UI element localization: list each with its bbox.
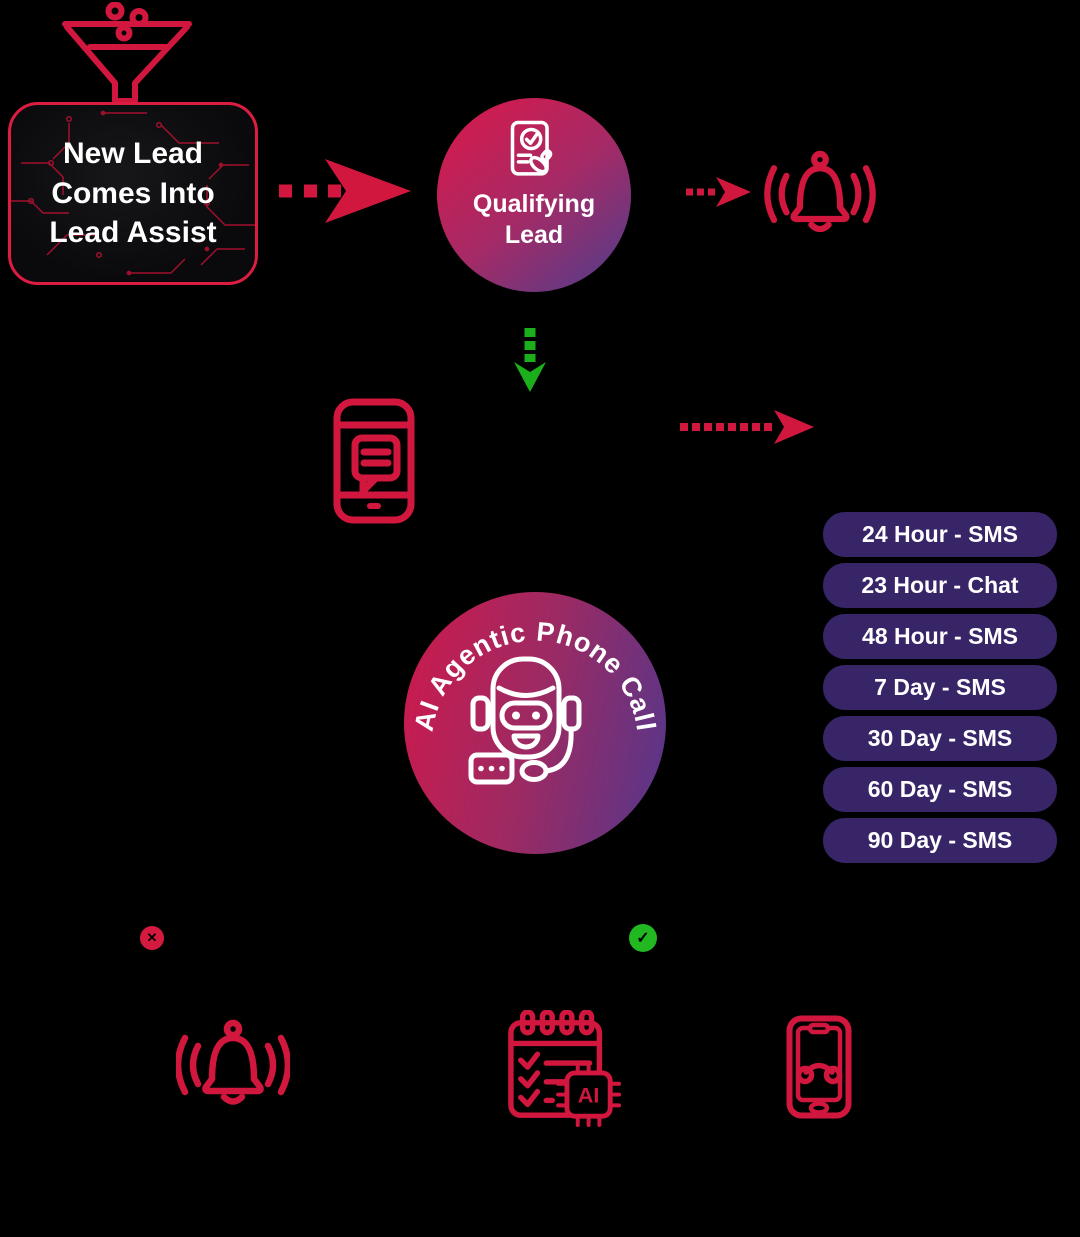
phone-sms-icon — [333, 398, 415, 524]
followup-pill: 24 Hour - SMS — [823, 512, 1057, 557]
qualifying-lead-label: Qualifying Lead — [472, 190, 596, 250]
circuit-pattern — [11, 110, 255, 276]
dashed-arrow-right-icon — [279, 159, 411, 223]
followup-pill: 23 Hour - Chat — [823, 563, 1057, 608]
ringing-bell-icon — [176, 1019, 290, 1105]
new-lead-label: New Lead Comes Into Lead Assist — [49, 137, 217, 250]
fail-x-icon: ✕ — [140, 926, 164, 950]
followup-pill: 30 Day - SMS — [823, 716, 1057, 761]
dashed-arrow-right-icon — [680, 410, 814, 444]
followup-pill: 90 Day - SMS — [823, 818, 1057, 863]
funnel-icon — [62, 2, 192, 104]
ai-chip-label: AI — [578, 1082, 600, 1107]
success-check-icon: ✓ — [629, 924, 657, 952]
followup-pill: 60 Day - SMS — [823, 767, 1057, 812]
followup-sequence-list: 24 Hour - SMS 23 Hour - Chat 48 Hour - S… — [823, 512, 1057, 863]
dashed-arrow-right-icon — [686, 177, 751, 207]
calendar-ai-icon: AI — [508, 1010, 622, 1127]
qualifying-lead-node: Qualifying Lead — [437, 98, 631, 292]
dashed-arrow-down-icon — [514, 328, 546, 392]
followup-pill: 7 Day - SMS — [823, 665, 1057, 710]
smartphone-call-icon — [786, 1015, 852, 1119]
x-glyph: ✕ — [146, 930, 158, 945]
document-stamp-icon — [510, 120, 553, 176]
followup-pill: 48 Hour - SMS — [823, 614, 1057, 659]
ringing-bell-icon — [764, 150, 876, 233]
robot-headset-icon — [468, 656, 582, 785]
check-glyph: ✓ — [636, 930, 650, 947]
ai-agentic-call-node: AI Agentic Phone Call — [404, 592, 666, 854]
new-lead-box: New Lead Comes Into Lead Assist — [8, 102, 258, 285]
